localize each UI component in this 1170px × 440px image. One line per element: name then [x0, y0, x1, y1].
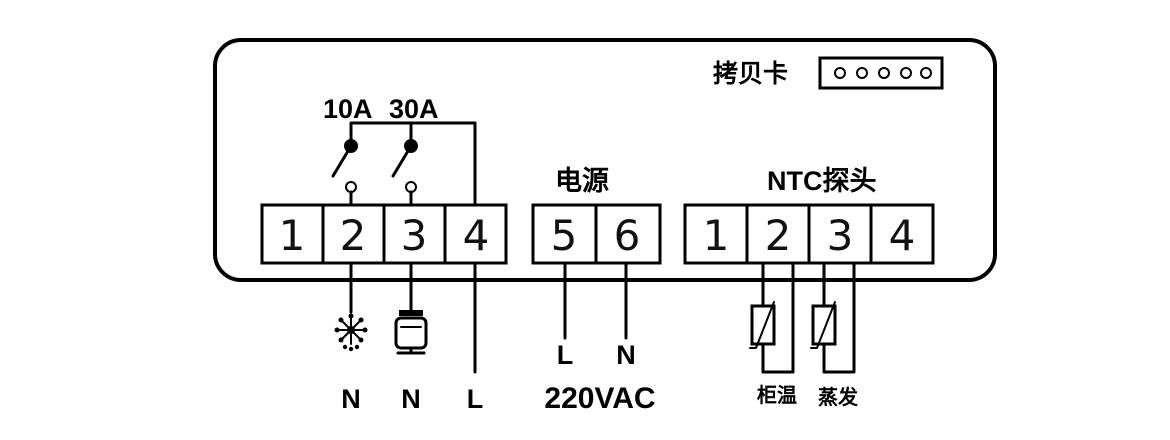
snowflake-defrost-icon — [334, 313, 368, 352]
label-sensor1: 柜温 — [757, 383, 797, 407]
terminal-block-1: 1 2 3 4 — [260, 203, 508, 265]
terminal-block-ntc: 1 2 3 4 — [683, 203, 935, 265]
controller-housing — [213, 38, 997, 282]
relay1-switch — [331, 139, 358, 207]
relay-common-bus — [349, 121, 477, 207]
ntc-terminal-1-number: 1 — [703, 211, 730, 260]
ntc-terminal-2-number: 2 — [765, 211, 792, 260]
relay2-switch — [391, 139, 418, 207]
power-block-title: 电源 — [555, 166, 609, 196]
label-t2: N — [341, 384, 361, 414]
copy-card-label: 拷贝卡 — [713, 60, 788, 88]
label-sensor2: 蒸发 — [818, 385, 859, 409]
label-t6: N — [616, 340, 636, 370]
sensor1-thermistor — [749, 261, 795, 374]
ntc-terminal-3-number: 3 — [827, 211, 854, 260]
label-supply-voltage: 220VAC — [544, 382, 655, 415]
ntc-block-title: NTC探头 — [767, 166, 877, 196]
label-t4: L — [467, 384, 484, 414]
relay2-rating: 30A — [389, 94, 439, 124]
terminal-5-number: 5 — [551, 211, 578, 260]
terminal-3-number: 3 — [401, 211, 428, 260]
ntc-terminal-4-number: 4 — [889, 211, 916, 260]
terminal-1-number: 1 — [279, 211, 306, 260]
terminal-6-number: 6 — [614, 211, 641, 260]
label-t3: N — [401, 384, 421, 414]
copy-card-connector — [818, 56, 944, 90]
label-t5: L — [557, 340, 574, 370]
terminal-2-number: 2 — [340, 211, 367, 260]
terminal-block-power: 5 6 — [531, 203, 662, 265]
relay1-rating: 10A — [323, 94, 373, 124]
terminal-4-number: 4 — [463, 211, 490, 260]
compressor-icon — [394, 310, 428, 355]
sensor2-thermistor — [810, 261, 856, 374]
